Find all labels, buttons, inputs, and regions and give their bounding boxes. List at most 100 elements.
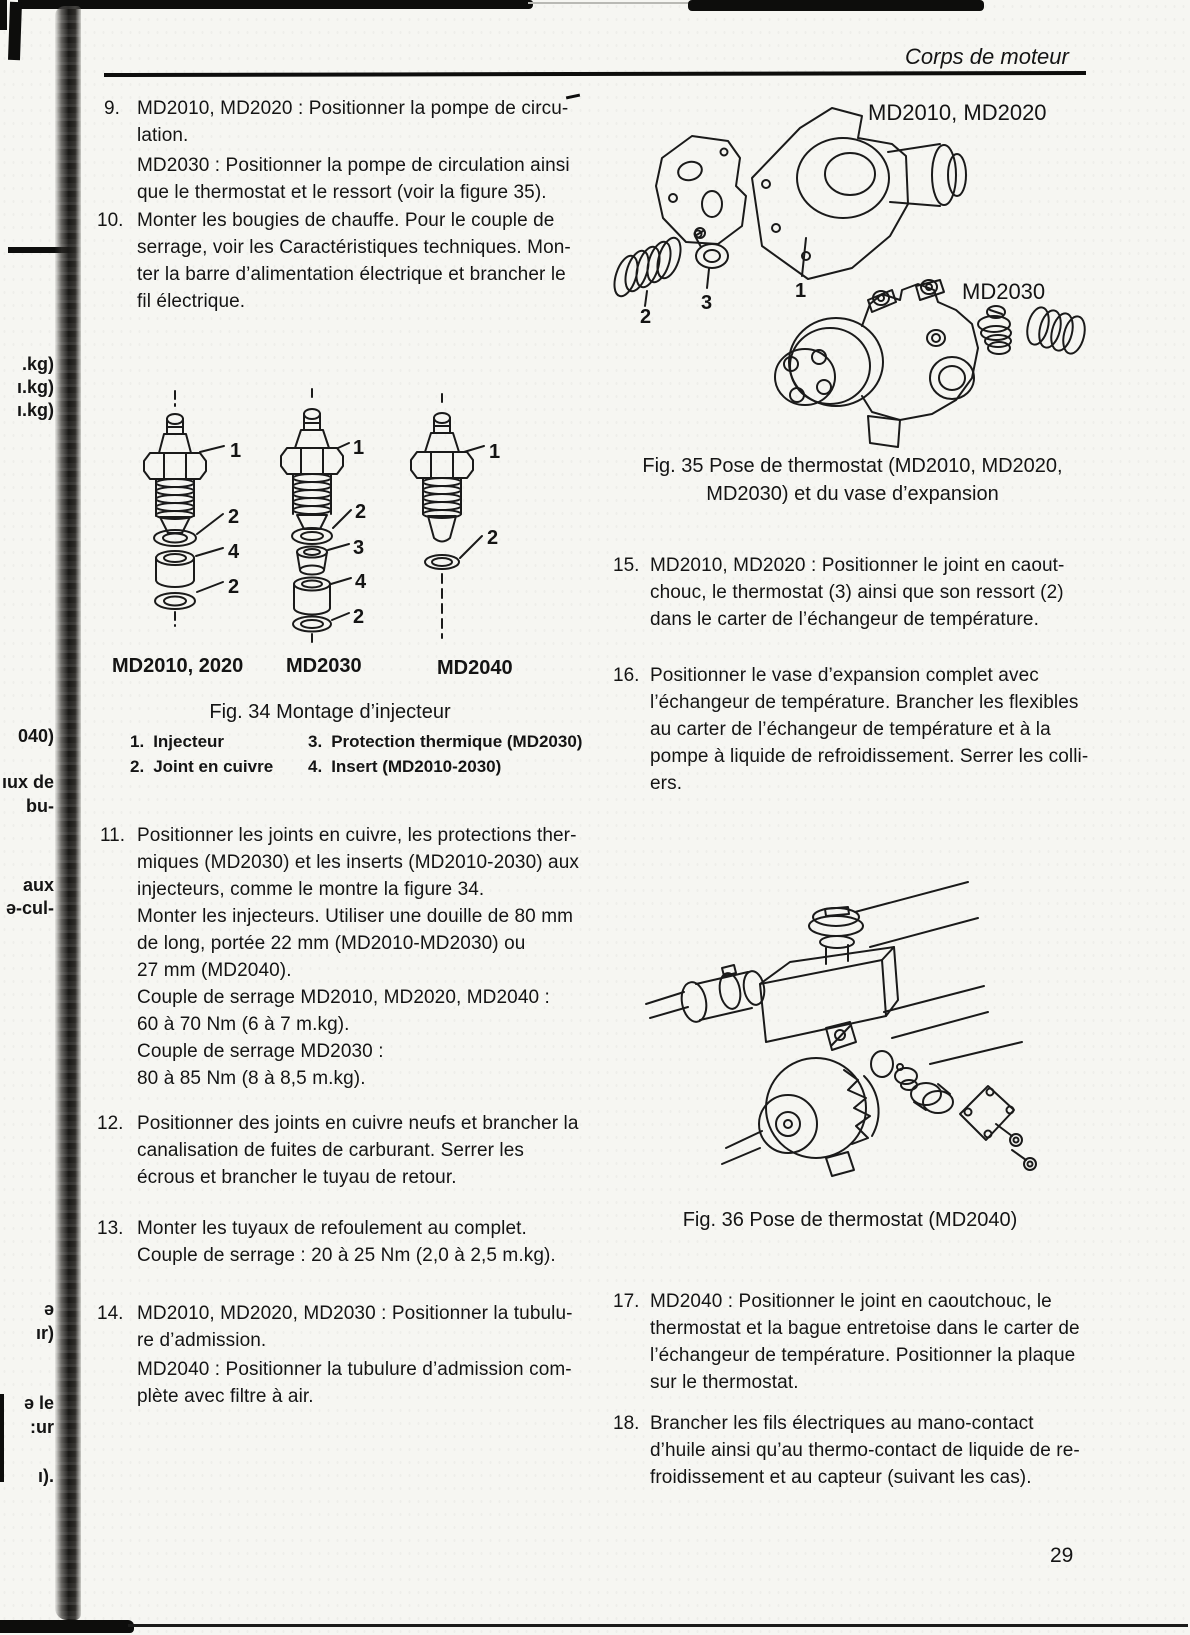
fig34-legend-item: 3.Protection thermique (MD2030) [308,732,582,752]
instruction-line: canalisation de fuites de carburant. Ser… [137,1140,525,1161]
scan-bottom-rule [128,1624,1188,1627]
scan-corner-mark-2 [7,1,23,61]
margin-fragment: ır) [36,1323,54,1343]
instruction-line: fil électrique. [137,291,246,312]
injector-md2040-drawing [410,393,485,639]
instruction-line: l’échangeur de température. Positionner … [650,1345,1076,1366]
scan-corner-mark-1 [0,0,7,30]
scan-bottom-left-mark [0,1394,4,1482]
instruction-line: thermostat et la bague entretoise dans l… [650,1318,1080,1339]
item-number: 14. [97,1303,124,1324]
instruction-paragraph: Positionner des joints en cuivre neufs e… [137,1110,579,1191]
fig35-caption-line: MD2030) et du vase d’expansion [706,483,999,505]
page-number: 29 [1050,1544,1074,1567]
fig36-exploded-parts-drawing [870,1050,1037,1171]
instruction-line: serrage, voir les Caractéristiques techn… [137,237,571,258]
fig35-callout: 2 [640,306,652,328]
fig35-caption-line: Fig. 35 Pose de thermostat (MD2010, MD20… [642,455,1063,477]
instruction-line: Brancher les fils électriques au mano-co… [650,1413,1034,1434]
scan-top-bar-faint [528,2,693,4]
fig34-callout: 4 [355,571,367,593]
margin-fragment: ı.kg) [16,400,54,420]
instruction-line: Monter les injecteurs. Utiliser une doui… [137,906,574,927]
instruction-line: Positionner des joints en cuivre neufs e… [137,1113,579,1134]
fig34-variant-label: MD2040 [437,657,513,679]
item-number: 17. [613,1291,640,1312]
instruction-line: plète avec filtre à air. [137,1386,314,1407]
instruction-line: sur le thermostat. [650,1372,799,1393]
instruction-paragraph: Positionner les joints en cuivre, les pr… [137,822,579,903]
fig35-spring-drawing [613,236,682,307]
instruction-paragraph: Monter les tuyaux de refoulement au comp… [137,1215,556,1269]
margin-fragment: aux [22,875,54,895]
fig35-callout: 3 [701,292,713,314]
instruction-line: MD2040 : Positionner la tubulure d’admis… [137,1359,572,1380]
fig34-callout: 1 [230,440,242,462]
fig35-md2030-spring-drawing [1026,306,1086,355]
instruction-paragraph: Couple de serrage MD2010, MD2020, MD2040… [137,984,550,1038]
fig35-thermostat-part-drawing [694,227,729,289]
fig34-injector-drawing [143,388,485,644]
fig35-md2030-thermostat-drawing [977,305,1012,355]
fig36-caption: Fig. 36 Pose de thermostat (MD2040) [682,1209,1018,1231]
fig34-callout: 2 [228,576,240,598]
fig34-callout: 4 [228,541,240,563]
fig35-caption: Fig. 35 Pose de thermostat (MD2010, MD20… [620,452,1085,508]
fig35-gasket-drawing [655,135,747,245]
instruction-line: que le thermostat et le ressort (voir la… [137,182,547,203]
instruction-line: d’huile ainsi qu’au thermo-contact de li… [650,1440,1080,1461]
margin-fragment: ə [43,1299,54,1319]
instruction-line: 80 à 85 Nm (8 à 8,5 m.kg). [137,1068,366,1089]
scan-top-bar-left [18,0,533,9]
instruction-line: Couple de serrage : 20 à 25 Nm (2,0 à 2,… [137,1245,556,1266]
item-number: 16. [613,665,640,686]
legend-number: 1. [130,732,145,751]
instruction-line: lation. [137,125,189,146]
instruction-line: MD2010, MD2020, MD2030 : Positionner la … [137,1303,573,1324]
instruction-line: ers. [650,773,683,794]
item-number: 9. [104,98,120,119]
fig34-legend-item: 4.Insert (MD2010-2030) [308,757,501,777]
margin-fragment: 040) [17,726,54,746]
item-number: 18. [613,1413,640,1434]
legend-label: Protection thermique (MD2030) [331,732,583,751]
fig36-thermostat-drawing [645,881,1037,1177]
fig34-callout: 2 [228,506,240,528]
item-number: 11. [100,825,126,846]
instruction-line: Monter les tuyaux de refoulement au comp… [137,1218,527,1239]
fig34-caption: Fig. 34 Montage d’injecteur [209,701,451,723]
instruction-paragraph: Couple de serrage MD2030 : 80 à 85 Nm (8… [137,1038,384,1092]
header-rule [103,70,1087,78]
instruction-line: dans le carter de l’échangeur de tempéra… [650,609,1039,630]
fig36-engine-lines [854,881,1023,1065]
fig34-callout: 1 [353,437,365,459]
scan-margin-line [8,247,70,253]
instruction-line: MD2010, MD2020 : Positionner le joint en… [650,555,1065,576]
instruction-paragraph: MD2010, MD2020 : Positionner le joint en… [650,552,1064,633]
scan-bottom-bar-left [0,1620,134,1633]
fig35-variant-label-top: MD2010, MD2020 [868,100,1047,125]
injector-md2030-drawing [280,388,352,644]
instruction-line: écrous et brancher le tuyau de retour. [137,1167,457,1188]
fig36-expansion-tank-drawing [759,906,899,1043]
instruction-paragraph: MD2040 : Positionner le joint en caoutch… [650,1288,1080,1396]
fig34-callout: 2 [355,501,367,523]
fig35-callout: 1 [795,280,807,302]
instruction-line: MD2030 : Positionner la pompe de circula… [137,155,570,176]
instruction-line: Positionner les joints en cuivre, les pr… [137,825,577,846]
fig36-alternator-drawing [721,1057,880,1177]
margin-fragment: ı.kg) [16,377,54,397]
fig36-hose-drawing [645,964,766,1023]
fig34-variant-label: MD2010, 2020 [112,655,244,677]
instruction-line: chouc, le thermostat (3) ainsi que son r… [650,582,1064,603]
instruction-line: 27 mm (MD2040). [137,960,292,981]
instruction-line: de long, portée 22 mm (MD2010-MD2030) ou [137,933,526,954]
item-number: 13. [97,1218,124,1239]
item-number: 12. [97,1113,124,1134]
margin-fragment: ı). [38,1466,54,1486]
fig35-variant-label-bottom: MD2030 [962,279,1046,304]
instruction-line: Monter les bougies de chauffe. Pour le c… [137,210,555,231]
instruction-paragraph: Brancher les fils électriques au mano-co… [650,1410,1080,1491]
margin-fragment: .kg) [21,354,54,374]
instruction-paragraph: Monter les injecteurs. Utiliser une doui… [137,903,573,984]
